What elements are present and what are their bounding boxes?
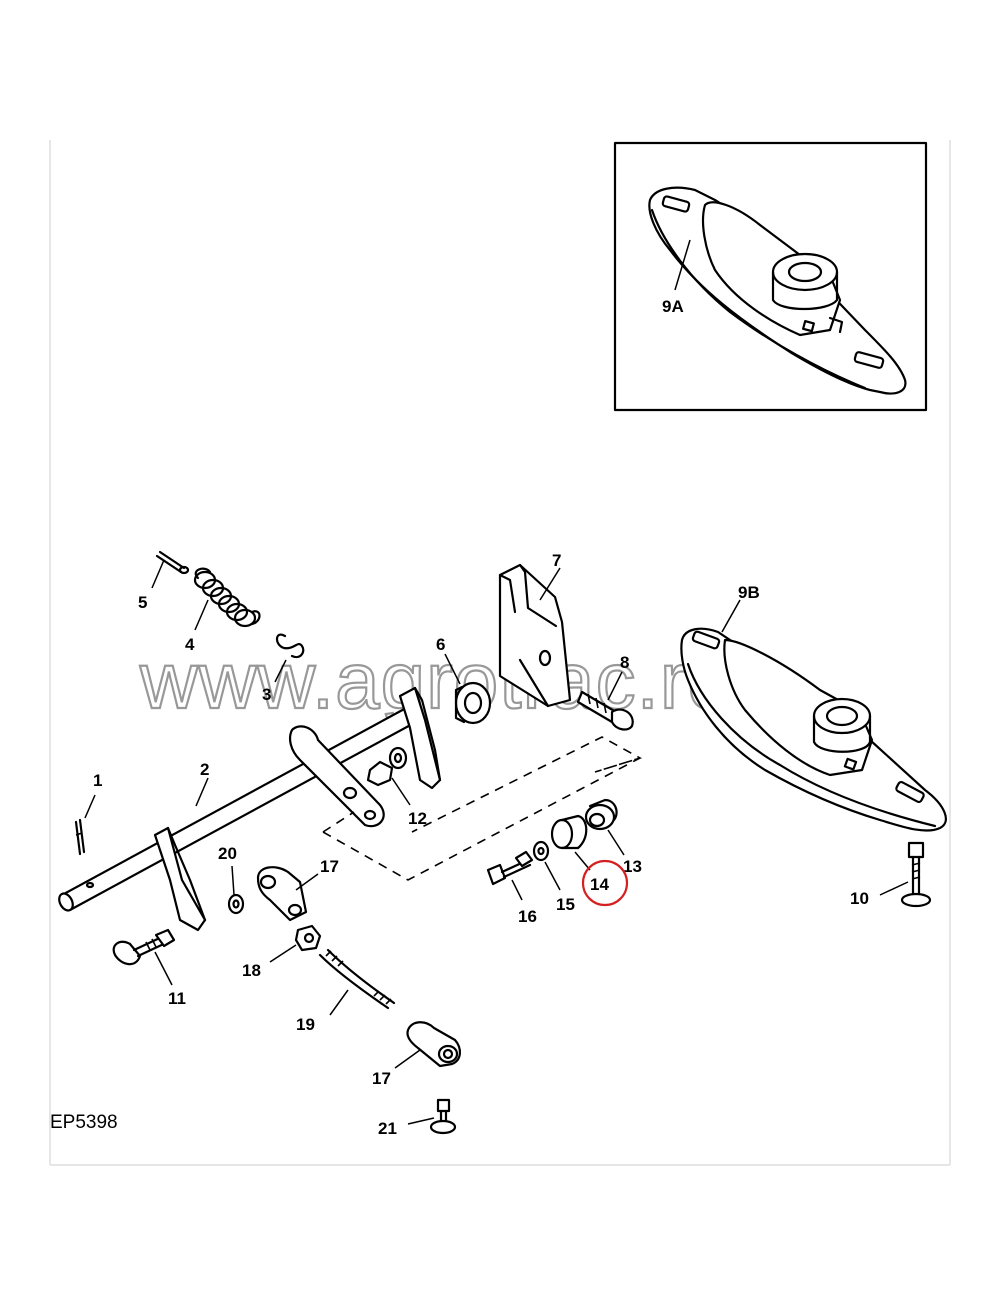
part-15-washer (532, 840, 550, 862)
part-1-pin (74, 818, 86, 856)
leader-13 (607, 829, 625, 856)
callout-21: 21 (378, 1119, 397, 1138)
callout-6: 6 (436, 635, 445, 654)
callout-18: 18 (242, 961, 261, 980)
callout-17-upper: 17 (320, 857, 339, 876)
leader-15 (544, 861, 561, 891)
callout-16: 16 (518, 907, 537, 926)
dashed-assembly-frame-lower (322, 811, 355, 833)
leader-7 (539, 567, 561, 601)
leader-5 (151, 559, 165, 589)
watermark-text: www.agrotrac.ro (139, 636, 733, 725)
figure-id-label: EP5398 (50, 1112, 118, 1133)
part-7-bracket (498, 563, 572, 708)
part-5-cotter-pin (155, 550, 190, 575)
leader-14 (574, 851, 591, 871)
callout-15: 15 (556, 895, 575, 914)
leader-18 (269, 944, 297, 963)
leader-16 (511, 879, 523, 901)
callout-9b: 9B (738, 583, 760, 602)
part-21-bolt (429, 1098, 457, 1135)
callout-5: 5 (138, 593, 147, 612)
part-19-threaded-rod (318, 948, 396, 1010)
callout-20: 20 (218, 844, 237, 863)
leader-8 (607, 671, 623, 701)
leader-12 (391, 777, 411, 806)
leader-11 (154, 951, 173, 986)
callout-9a: 9A (662, 297, 684, 316)
part-9b-mount-plate (680, 627, 947, 832)
part-20-washer (227, 893, 245, 915)
part-11-carriage-bolt (112, 928, 176, 966)
part-8-carriage-bolt (576, 690, 634, 731)
leader-6 (444, 653, 461, 685)
callout-17-lower: 17 (372, 1069, 391, 1088)
leader-2 (195, 777, 209, 807)
part-16-bolt (486, 850, 534, 886)
callout-4: 4 (185, 635, 195, 654)
inset-9a-box: 9A (613, 141, 928, 412)
leader-19 (329, 989, 349, 1016)
leader-1 (84, 794, 96, 819)
part-4-spring (193, 567, 261, 628)
callout-12: 12 (408, 809, 427, 828)
callout-13: 13 (623, 857, 642, 876)
part-17-rod-end-upper (256, 866, 308, 922)
leader-3 (274, 659, 287, 683)
callout-1: 1 (93, 771, 102, 790)
callout-8: 8 (620, 653, 629, 672)
callout-11: 11 (168, 989, 186, 1008)
callout-14: 14 (590, 875, 609, 894)
part-3-s-hook (275, 633, 305, 659)
dashed-assembly-frame (322, 736, 643, 881)
highlight-circle-14 (581, 859, 629, 907)
part-6-bushing (454, 681, 492, 725)
leader-17-upper (295, 873, 319, 891)
callout-3: 3 (262, 685, 271, 704)
part-17-rod-end-lower (406, 1021, 461, 1068)
callout-7: 7 (552, 551, 561, 570)
part-18-nut (294, 924, 322, 952)
part-9a-mount-plate (648, 186, 907, 395)
part-14-spacer (550, 814, 588, 850)
callout-10: 10 (850, 889, 869, 908)
leader-17-lower (394, 1049, 421, 1069)
callout-19: 19 (296, 1015, 315, 1034)
part-12-nut (366, 746, 408, 787)
callout-2: 2 (200, 760, 209, 779)
leader-10 (879, 881, 909, 896)
leader-4 (194, 599, 209, 631)
part-13-bushing (584, 798, 618, 831)
leader-9a (674, 239, 691, 291)
leader-21 (407, 1117, 435, 1125)
part-10-bolt (900, 841, 932, 908)
part-2-shaft-assembly (58, 686, 442, 932)
leader-20 (231, 865, 235, 896)
leader-9b (721, 599, 741, 633)
